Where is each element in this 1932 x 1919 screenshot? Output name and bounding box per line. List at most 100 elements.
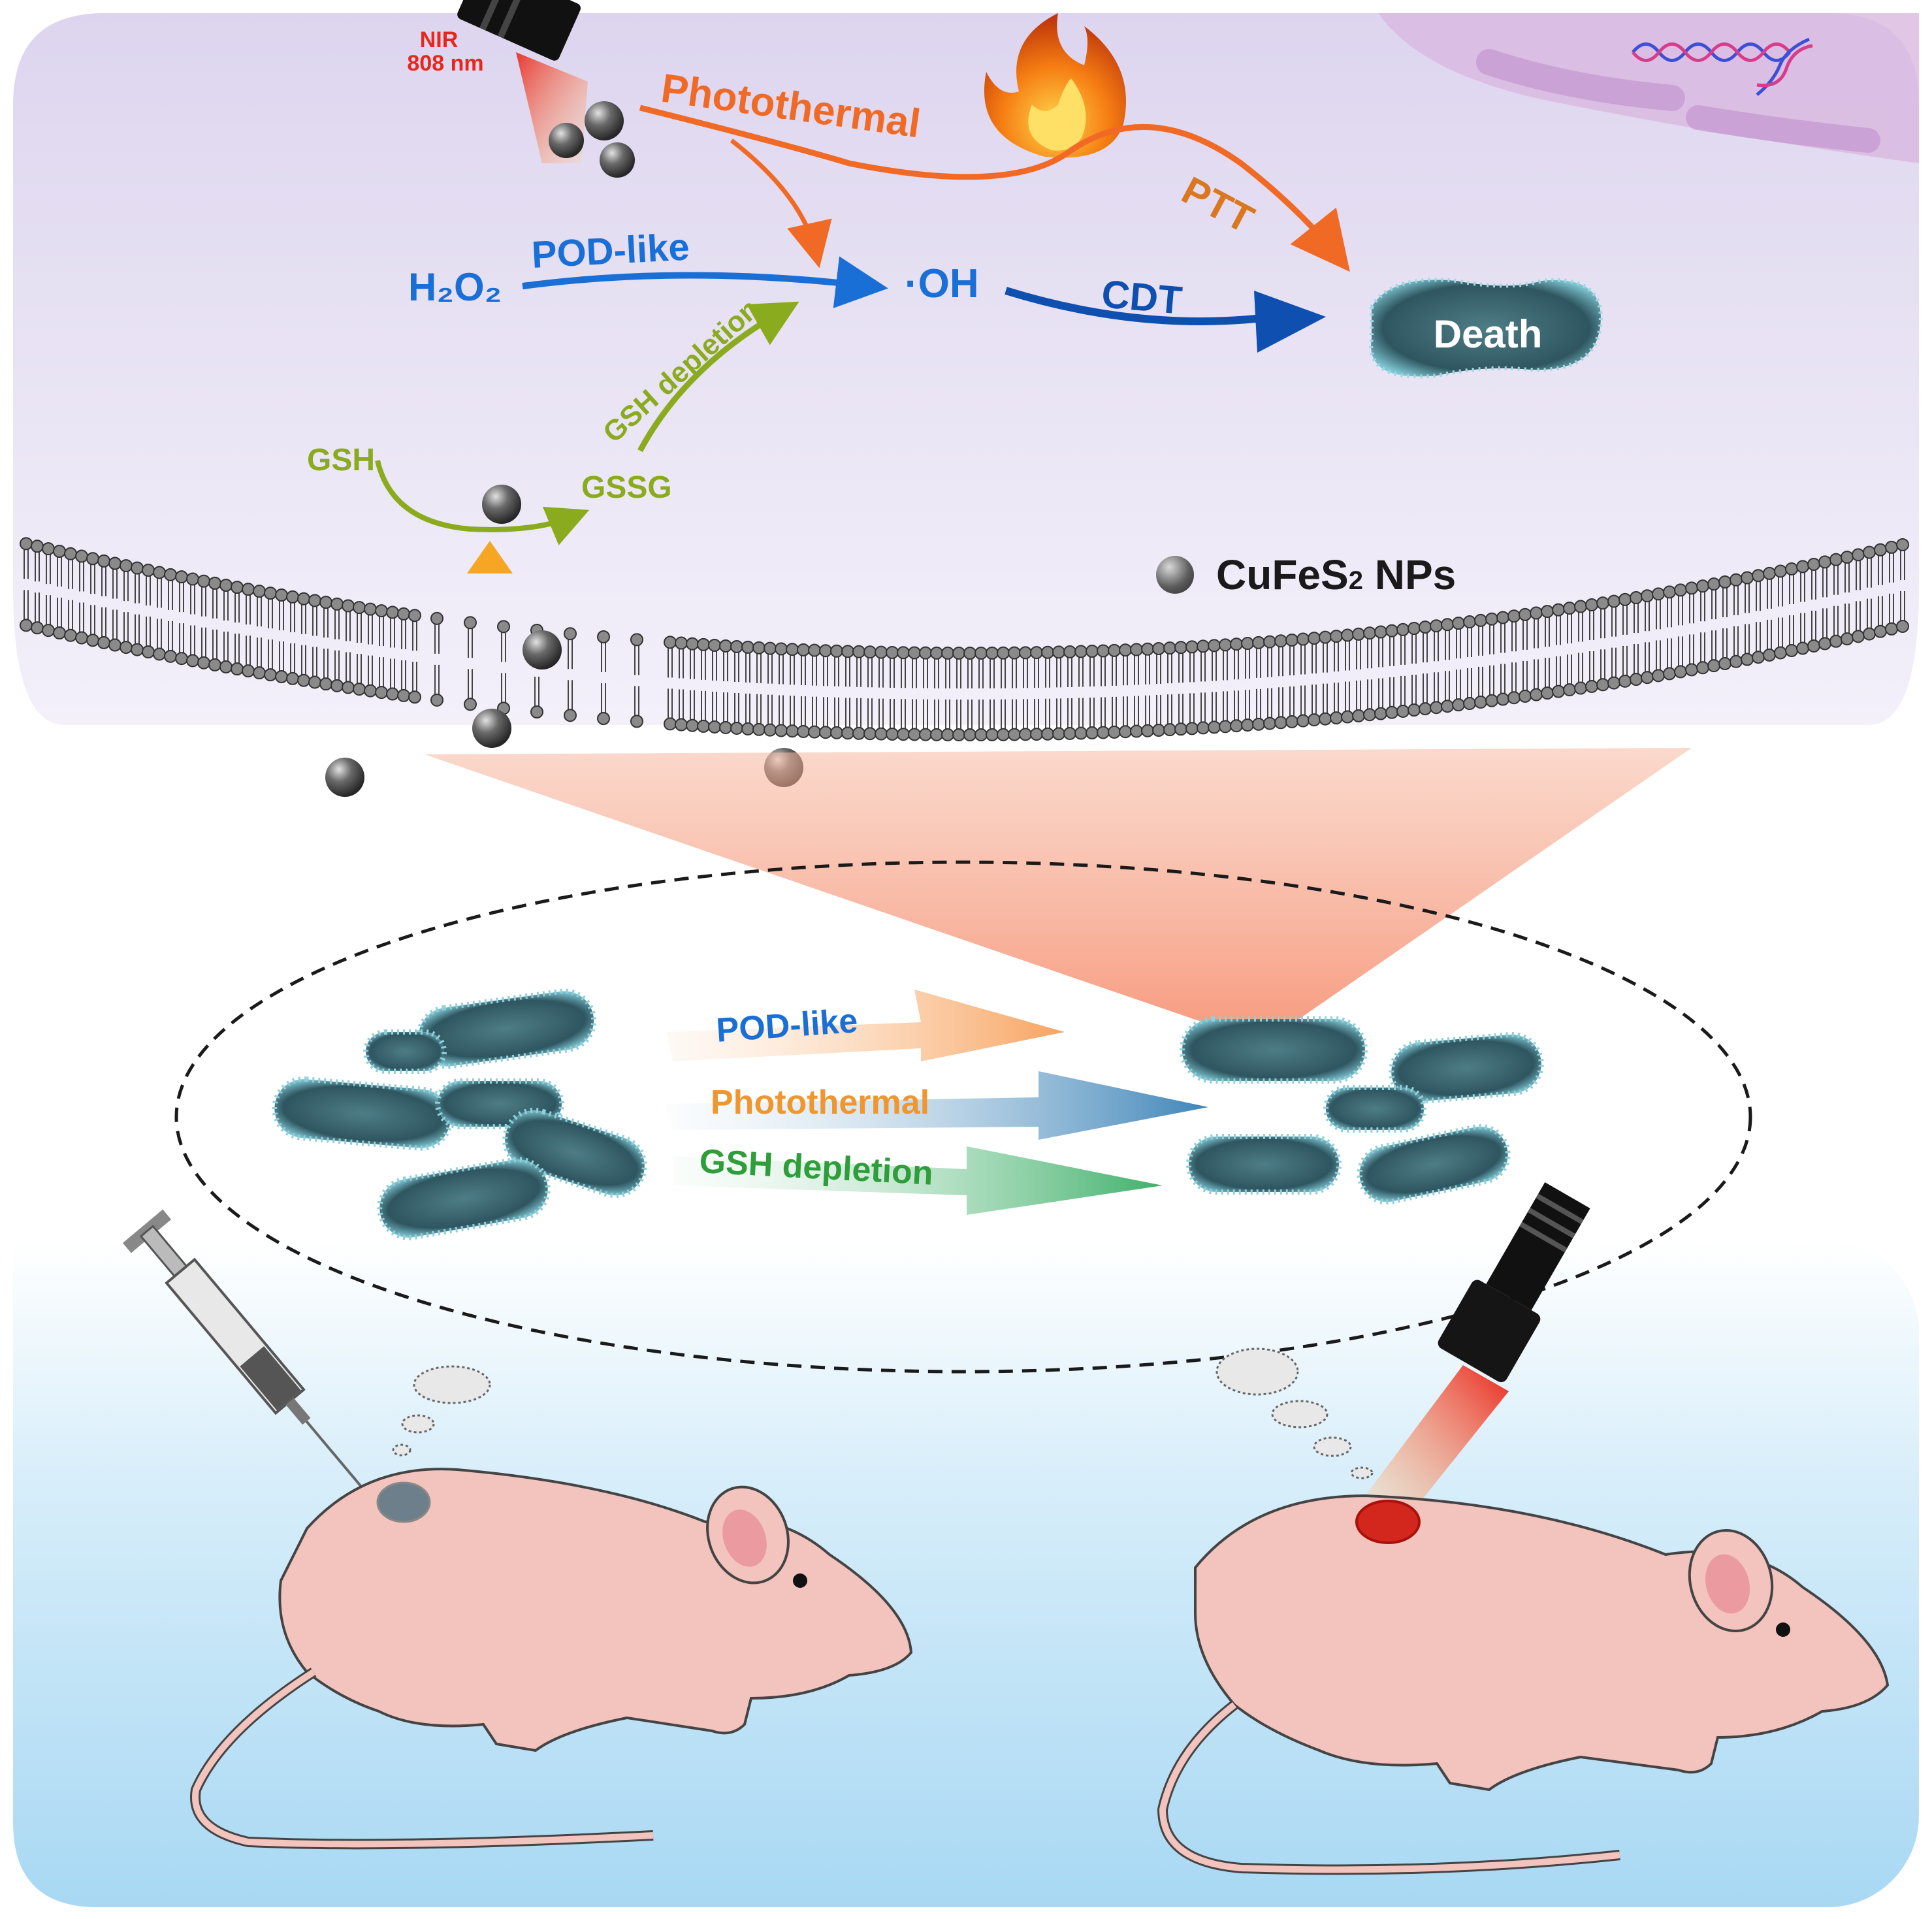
lipid-tail: [912, 658, 917, 688]
lipid-tail: [867, 658, 873, 688]
lipid-head: [730, 721, 743, 735]
lipid-tail: [1589, 610, 1594, 640]
lipid-tail: [35, 592, 40, 622]
lipid-head: [1396, 704, 1409, 718]
lipid-head: [286, 671, 299, 685]
lipid-head: [464, 698, 477, 711]
lipid-head: [875, 645, 888, 659]
lipid-tail: [1689, 634, 1694, 664]
zoom-photothermal-label: Photothermal: [711, 1084, 929, 1121]
lipid-tail: [501, 673, 506, 703]
lipid-tail: [1101, 656, 1106, 686]
lipid-tail: [1300, 685, 1306, 715]
nanoparticle-icon: [523, 630, 562, 669]
lipid-head: [42, 542, 55, 556]
pod-like-zoom-arrow: [666, 990, 1065, 1061]
nir-label: NIR: [420, 27, 459, 52]
lipid-head: [908, 728, 921, 741]
lipid-head: [1552, 603, 1565, 617]
lipid-head: [1730, 573, 1743, 587]
lipid-tail: [1878, 596, 1883, 626]
lipid-head: [708, 638, 721, 652]
lipid-head: [1507, 609, 1521, 623]
lipid-head: [708, 720, 721, 734]
lipid-tail: [190, 585, 195, 615]
lipid-head: [208, 576, 221, 590]
lipid-head: [1863, 627, 1876, 641]
pod-like-arrow: [522, 256, 888, 308]
lipid-tail: [1134, 696, 1139, 726]
lipid-head: [752, 641, 765, 654]
lipid-head: [86, 634, 99, 647]
thought-bubbles-left: [392, 1365, 491, 1457]
lipid-head: [941, 728, 954, 741]
lipid-head: [53, 545, 66, 558]
lipid-tail: [1256, 648, 1261, 678]
lipid-head: [741, 640, 754, 654]
lipid-head: [1097, 644, 1110, 658]
lipid-head: [1474, 695, 1487, 709]
lipid-head: [852, 726, 865, 740]
lipid-head: [1485, 612, 1498, 626]
lipid-head: [597, 630, 610, 644]
lipid-head: [1585, 598, 1598, 611]
lipid-tail: [1733, 585, 1739, 615]
bacteria-icon: [1389, 1031, 1544, 1105]
lipid-head: [1630, 591, 1643, 605]
lipid-head: [64, 628, 77, 642]
lipid-tail: [1389, 677, 1394, 707]
lipid-head: [986, 728, 999, 741]
lipid-head: [1319, 712, 1332, 726]
lipid-tail: [268, 639, 273, 669]
lipid-head: [231, 581, 244, 594]
lipid-tail: [901, 658, 906, 688]
lipid-tail: [856, 657, 861, 687]
lipid-head: [286, 590, 299, 604]
lipid-tail: [1400, 675, 1406, 705]
lipid-head: [1563, 683, 1576, 697]
lipid-tail: [1367, 639, 1372, 669]
lipid-tail: [434, 664, 440, 694]
lipid-tail: [179, 583, 184, 613]
lipid-tail: [601, 683, 606, 713]
lipid-tail: [745, 693, 750, 723]
lipid-head: [808, 725, 821, 739]
bacteria-icon: [363, 1029, 447, 1074]
lipid-head: [131, 643, 144, 656]
lipid-tail: [434, 624, 440, 654]
lipid-head: [1352, 627, 1365, 641]
lipid-head: [1818, 637, 1831, 651]
lipid-head: [1741, 653, 1754, 666]
lipid-head: [1296, 632, 1310, 646]
zoom-cone: [425, 748, 1692, 1032]
lipid-head: [530, 705, 543, 718]
lipid-tail: [1101, 697, 1106, 727]
lipid-tail: [1089, 698, 1095, 728]
lipid-tail: [1289, 645, 1295, 675]
lipid-head: [242, 664, 255, 678]
lipid-tail: [346, 611, 351, 641]
lipid-head: [308, 594, 321, 607]
lipid-head: [930, 646, 943, 660]
lipid-head: [886, 727, 899, 741]
lipid-head: [231, 662, 244, 676]
lipid-tail: [1267, 647, 1272, 677]
lipid-head: [1452, 698, 1465, 712]
lipid-tail: [1645, 602, 1650, 632]
lipid-head: [1008, 728, 1021, 741]
lipid-tail: [756, 653, 762, 683]
lipid-head: [830, 726, 843, 739]
lipid-tail: [1423, 673, 1428, 703]
lipid-head: [1674, 665, 1687, 679]
lipid-head: [1052, 645, 1065, 659]
lipid-head: [1296, 714, 1310, 728]
lipid-tail: [1867, 558, 1872, 588]
lipid-tail: [1334, 642, 1339, 672]
lipid-head: [786, 643, 799, 656]
lipid-tail: [767, 654, 773, 684]
lipid-head: [1763, 648, 1776, 662]
lipid-head: [764, 641, 777, 655]
lipid-tail: [1178, 653, 1183, 683]
lipid-tail: [357, 613, 362, 643]
lipid-tail: [501, 632, 506, 662]
